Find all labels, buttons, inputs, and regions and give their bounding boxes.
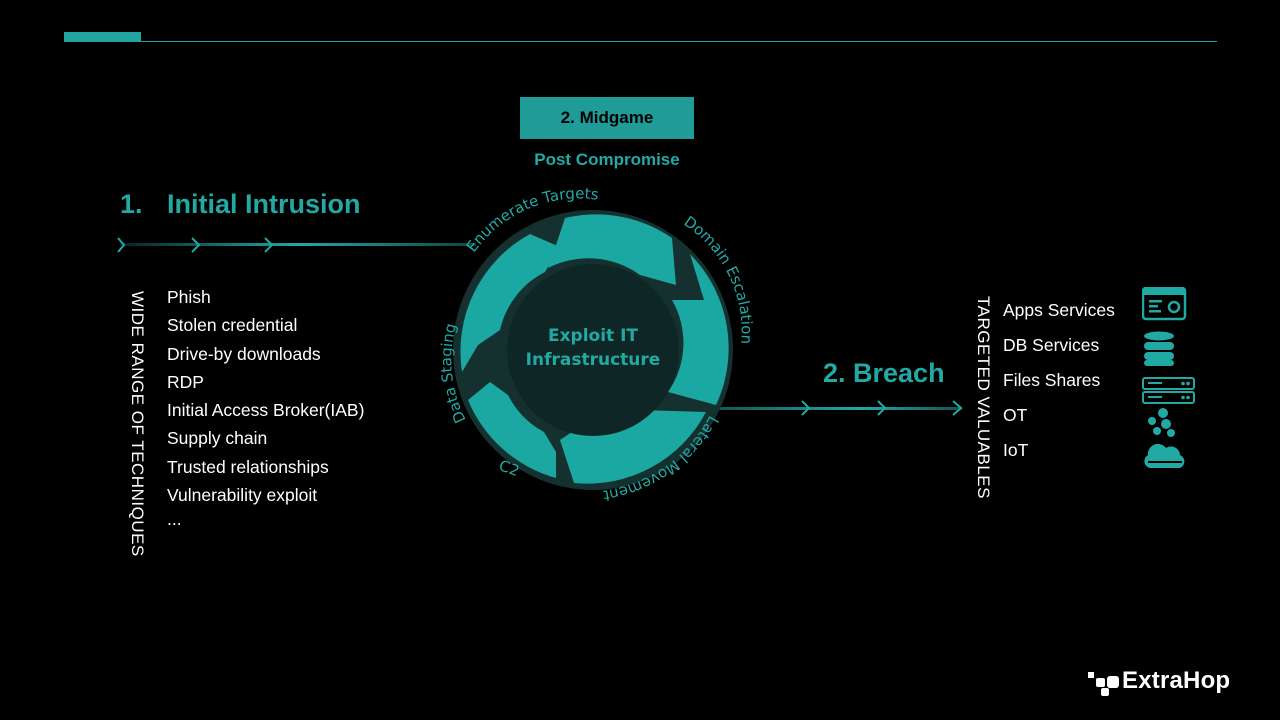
- server-icon: [1142, 377, 1195, 404]
- valuables-side-label: TARGETED VALUABLES: [974, 296, 993, 499]
- header-rule: [64, 41, 1217, 42]
- techniques-list: Phish Stolen credential Drive-by downloa…: [167, 283, 364, 529]
- techniques-side-label: WIDE RANGE OF TECHNIQUES: [128, 291, 147, 557]
- list-item: Initial Access Broker(IAB): [167, 400, 365, 421]
- list-item: Apps Services: [1003, 300, 1115, 320]
- list-item: DB Services: [1003, 335, 1100, 355]
- list-item: Files Shares: [1003, 370, 1101, 390]
- post-compromise-subtitle: Post Compromise: [534, 150, 680, 169]
- list-item: Vulnerability exploit: [167, 485, 318, 506]
- header-accent-bar: [64, 32, 141, 42]
- database-icon: [1144, 331, 1174, 366]
- list-item: Phish: [167, 287, 211, 307]
- cloud-icon: [1144, 443, 1185, 468]
- app-window-icon: [1142, 287, 1187, 321]
- breach-arrow: [712, 400, 963, 416]
- extrahop-logo-icon: [1088, 672, 1119, 696]
- initial-intrusion-number: 1.: [120, 189, 143, 219]
- breach-title: 2. Breach: [823, 358, 945, 388]
- initial-intrusion-title: Initial Intrusion: [167, 189, 361, 219]
- list-item: ...: [167, 509, 182, 530]
- list-item: IoT: [1003, 440, 1029, 460]
- intrusion-arrow: [117, 237, 476, 253]
- stage-c2: C2: [497, 457, 522, 481]
- extrahop-logo-text: ExtraHop: [1122, 667, 1231, 694]
- cycle-ring: [453, 210, 733, 490]
- midgame-label-box: 2. Midgame: [520, 97, 694, 139]
- ot-cluster-icon: [1148, 408, 1175, 437]
- cycle-center-line2: Infrastructure: [526, 350, 661, 370]
- list-item: Supply chain: [167, 428, 268, 449]
- list-item: Stolen credential: [167, 315, 298, 336]
- list-item: Trusted relationships: [167, 456, 329, 477]
- list-item: RDP: [167, 371, 204, 392]
- cycle-center-line1: Exploit IT: [548, 326, 638, 346]
- valuables-list: Apps Services DB Services Files Shares O…: [1003, 293, 1115, 468]
- list-item: OT: [1003, 405, 1028, 425]
- list-item: Drive-by downloads: [167, 343, 321, 364]
